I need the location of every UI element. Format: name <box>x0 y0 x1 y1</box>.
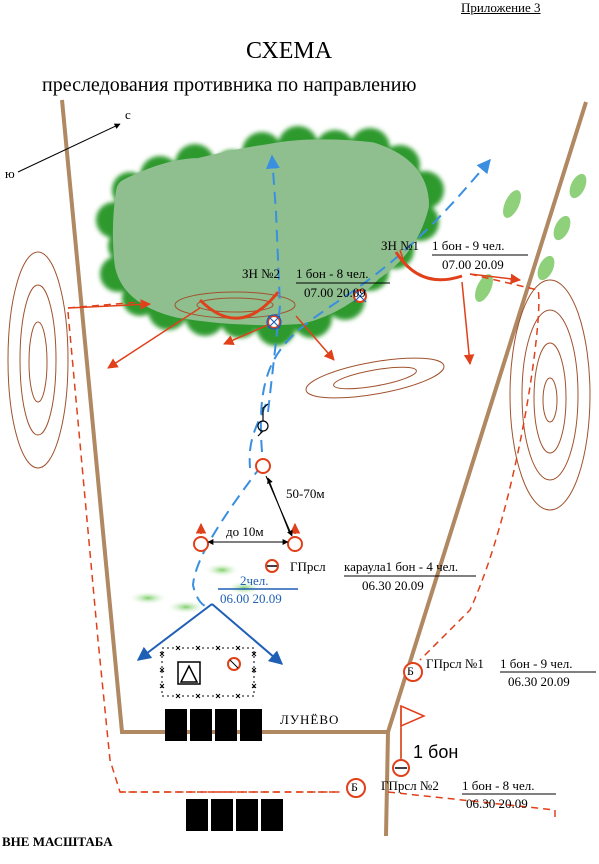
distance-10: до 10м <box>226 524 264 539</box>
gp1-code: ГПрсл №1 <box>426 656 484 671</box>
observation-marks <box>266 289 367 330</box>
zn1-force: 1 бон - 9 чел. <box>432 238 505 253</box>
distance-arrows <box>207 475 293 545</box>
patrol-force: 2чел. <box>240 573 269 588</box>
gp2-force: 1 бон - 8 чел. <box>462 778 535 793</box>
gp1-marker: Б <box>407 664 414 678</box>
observer-symbol <box>257 403 269 437</box>
gp-guard-code: ГПрсл <box>290 559 326 574</box>
compass-north: с <box>125 107 131 122</box>
gp2-code: ГПрсл №2 <box>381 778 439 793</box>
gp-guard-time: 06.30 20.09 <box>362 578 424 593</box>
scheme-subtitle: преследования противника по направлению <box>42 74 417 96</box>
fire-directions <box>67 249 522 793</box>
terrain-contours <box>7 251 591 511</box>
village-compound <box>159 645 257 699</box>
gp1-force: 1 бон - 9 чел. <box>500 656 573 671</box>
forest-area <box>96 126 444 346</box>
scale-note: ВНЕ МАСШТАБА <box>2 834 113 849</box>
zn1-time: 07.00 20.09 <box>442 257 504 272</box>
gp1-time: 06.30 20.09 <box>508 674 570 689</box>
zn1-code: ЗН №1 <box>381 238 420 253</box>
gp-guard-force: караула1 бон - 4 чел. <box>344 559 459 574</box>
scheme-title: СХЕМА <box>246 38 333 64</box>
compass-arrow <box>17 123 121 173</box>
zn2-code: ЗН №2 <box>242 266 281 281</box>
gp2-time: 06.30 20.09 <box>466 796 528 811</box>
deployment-arrows <box>136 603 284 665</box>
patrol-time: 06.00 20.09 <box>220 591 282 606</box>
zn2-force: 1 бон - 8 чел. <box>296 266 369 281</box>
gp2-marker: Б <box>351 780 358 794</box>
compass-south: ю <box>5 166 15 181</box>
village-buildings <box>165 709 283 831</box>
bushes <box>128 173 587 614</box>
distance-50-70: 50-70м <box>286 486 325 501</box>
zn2-time: 07.00 20.09 <box>304 285 366 300</box>
unit-flag-label: 1 бон <box>413 742 459 762</box>
appendix-label: Приложение 3 <box>461 0 541 15</box>
ambush-positions <box>198 251 463 320</box>
guard-perimeter-lines <box>67 273 556 820</box>
village-name: ЛУНЁВО <box>280 712 340 727</box>
